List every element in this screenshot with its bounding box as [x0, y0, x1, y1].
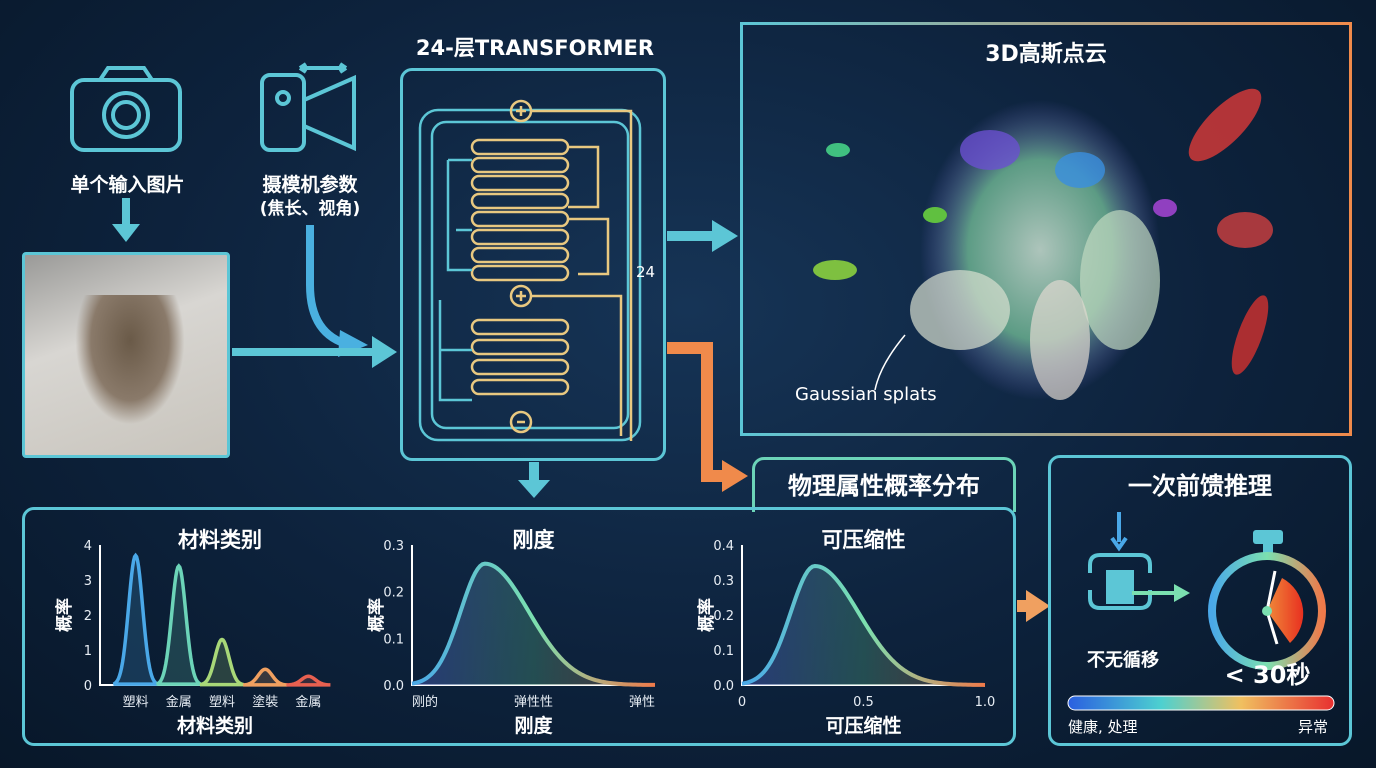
y-tick-label: 3	[84, 574, 92, 589]
y-axis-label: 概率	[696, 598, 717, 632]
y-tick-label: 0.3	[383, 539, 404, 554]
x-axis-label: 可压缩性	[825, 714, 901, 737]
physics-title: 物理属性概率分布	[788, 472, 980, 500]
camera-icon	[70, 66, 182, 152]
x-tick-label: 弹性	[629, 695, 655, 710]
distribution-peak	[199, 637, 245, 687]
y-tick-label: 2	[84, 609, 92, 624]
distribution-peak	[156, 563, 202, 686]
gaussian-splats-label: Gaussian splats	[795, 384, 937, 405]
scale-left-label: 健康, 处理	[1068, 718, 1138, 736]
y-tick-label: 0.1	[713, 644, 734, 659]
physics-panel	[22, 507, 1016, 746]
y-tick-label: 0.4	[713, 539, 734, 554]
chart-title: 刚度	[513, 528, 555, 552]
y-tick-label: 1	[84, 644, 92, 659]
y-axis-label: 概率	[366, 598, 387, 632]
gaussian-panel	[740, 22, 1352, 436]
x-axis-label: 刚度	[514, 714, 553, 737]
time-label: < 30秒	[1224, 661, 1311, 689]
distribution-area	[412, 563, 655, 685]
x-tick-label: 0	[738, 695, 746, 710]
x-tick-label: 0.5	[853, 695, 874, 710]
layer-count: 24	[636, 263, 656, 281]
y-tick-label: 0.0	[383, 679, 404, 694]
x-tick-label: 塑料	[209, 695, 235, 710]
inference-panel	[1048, 455, 1352, 746]
physics-tab	[752, 457, 1016, 512]
x-tick-label: 金属	[295, 694, 321, 710]
x-axis-label: 材料类别	[177, 714, 253, 737]
input-image-label: 单个输入图片	[70, 174, 185, 196]
health-scale-bar	[1067, 695, 1335, 711]
x-tick-label: 金属	[166, 694, 192, 710]
x-tick-label: 刚的	[412, 694, 438, 710]
transformer-blocks	[418, 99, 642, 442]
loop-label: 不无循移	[1087, 650, 1159, 671]
y-tick-label: 0.1	[383, 632, 404, 647]
camera-params-label: 摄模机参数	[262, 174, 358, 196]
x-tick-label: 塑料	[123, 695, 149, 710]
video-camera-icon	[260, 62, 356, 152]
chart-title: 材料类别	[178, 528, 262, 552]
y-tick-label: 0	[84, 679, 92, 694]
distribution-curve	[741, 563, 986, 687]
y-tick-label: 0.3	[713, 574, 734, 589]
inference-title: 一次前馈推理	[1128, 472, 1272, 500]
y-tick-label: 0.2	[713, 609, 734, 624]
y-tick-label: 0.0	[713, 679, 734, 694]
x-tick-label: 1.0	[975, 695, 996, 710]
y-axis-label: 概率	[54, 598, 75, 632]
arrow-transformer-physics	[667, 342, 727, 482]
distribution-peak	[112, 552, 159, 686]
gaussian-title: 3D高斯点云	[985, 42, 1107, 67]
x-tick-label: 弹性性	[514, 695, 553, 710]
chart-title: 可压缩性	[822, 528, 906, 552]
feedforward-icon	[1088, 512, 1190, 610]
distribution-peak	[243, 667, 288, 687]
y-tick-label: 0.2	[383, 586, 404, 601]
x-tick-label: 塗裝	[252, 694, 278, 710]
input-photo	[22, 252, 230, 458]
transformer-title: 24-层TRANSFORMER	[415, 36, 655, 60]
distribution-curve	[411, 561, 656, 687]
stopwatch-icon	[1208, 530, 1326, 670]
distribution-area	[742, 566, 985, 685]
scale-right-label: 异常	[1298, 718, 1329, 736]
transformer-panel	[400, 68, 666, 461]
distribution-peak	[286, 674, 331, 687]
robot-figure	[75, 295, 185, 425]
camera-params-sub: (焦长、视角)	[259, 199, 361, 219]
arrow-camera	[306, 225, 352, 349]
y-tick-label: 4	[84, 539, 92, 554]
